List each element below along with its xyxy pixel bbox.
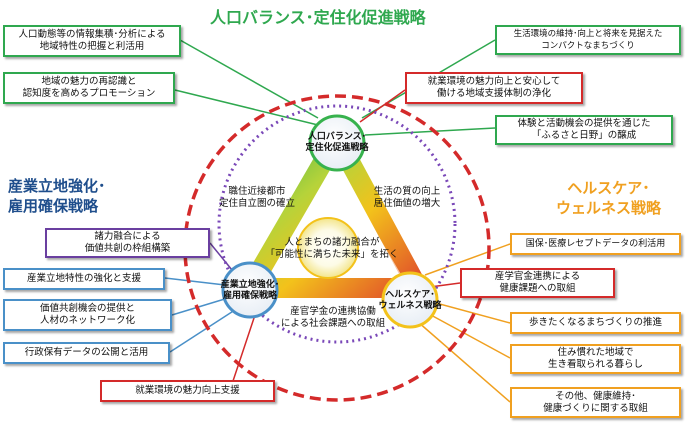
box-left-2: 産業立地特性の強化と支援 xyxy=(3,268,165,290)
connector-left-2 xyxy=(164,277,226,286)
box-top-right-3: 体験と活動機会の提供を通じた 「ふるさと日野」の醸成 xyxy=(495,115,673,145)
box-bottom: 就業環境の魅力向上支援 xyxy=(100,380,275,402)
box-right-2: 産学官金連携による 健康課題への取組 xyxy=(460,268,615,298)
connector-left-3 xyxy=(171,297,229,316)
connector-left-1 xyxy=(209,242,233,271)
node-label-left: 産業立地強化･ 雇用確保戦略 xyxy=(220,280,280,301)
connector-top-left-1 xyxy=(179,39,319,119)
box-right-4: 住み慣れた地域で 生き看取られる暮らし xyxy=(510,344,681,374)
box-left-4: 行政保有データの公開と活用 xyxy=(3,342,170,364)
edge-left-text: 職住近接都市 定住自立圏の確立 xyxy=(218,186,295,209)
box-right-5: その他、健康維持･ 健康づくりに関する取組 xyxy=(510,387,681,418)
connector-bottom xyxy=(229,314,256,391)
box-top-left-1: 人口動態等の情報集積･分析による 地域特性の把握と利活用 xyxy=(3,25,181,57)
node-top xyxy=(308,114,366,172)
edge-right-text: 生活の質の向上 居住価値の増大 xyxy=(373,186,441,209)
connector-right-3 xyxy=(424,299,511,324)
node-label-top: 人口バランス･ 定住化促進戦略 xyxy=(305,132,369,153)
heading-left: 産業立地強化･ 雇用確保戦略 xyxy=(8,177,106,215)
box-left-3: 価値共創機会の提供と 人材のネットワーク化 xyxy=(3,299,172,331)
node-label-right: ヘルスケア･ ウェルネス戦略 xyxy=(378,290,442,311)
heading-top: 人口バランス･定住化促進戦略 xyxy=(210,8,426,27)
connector-top-right-2 xyxy=(359,89,406,123)
connector-top-left-2 xyxy=(174,89,319,126)
box-top-right-2: 就業環境の魅力向上と安心して 働ける地域支援体制の浄化 xyxy=(405,72,583,104)
connector-left-4 xyxy=(169,307,239,353)
box-left-1: 諸力融合による 価値共創の枠組構築 xyxy=(45,228,210,258)
inner-dotted-ring xyxy=(217,104,457,344)
connector-top-right-3 xyxy=(364,127,496,136)
box-top-left-2: 地域の魅力の再認識と 認知度を高めるプロモーション xyxy=(3,72,175,104)
box-right-1: 国保･医療レセプトデータの利活用 xyxy=(510,233,681,255)
box-top-right-1: 生活環境の維持･向上と将来を見据えた コンパクトなまちづくり xyxy=(495,25,681,55)
connector-right-1 xyxy=(424,243,511,276)
strategy-triangle xyxy=(240,128,428,298)
connector-right-5 xyxy=(409,314,511,403)
node-left xyxy=(221,261,279,319)
center-core-text: 人とまちの諸力融合が 「可能性に満ちた未来」を拓く xyxy=(265,237,399,260)
heading-right: ヘルスケア･ ウェルネス戦略 xyxy=(556,179,662,217)
center-core xyxy=(297,217,359,279)
box-right-3: 歩きたくなるまちづくりの推進 xyxy=(510,312,681,334)
edge-bottom-text: 産官学金の連携協働 による社会課題への取組 xyxy=(280,306,386,329)
node-right xyxy=(381,271,439,329)
